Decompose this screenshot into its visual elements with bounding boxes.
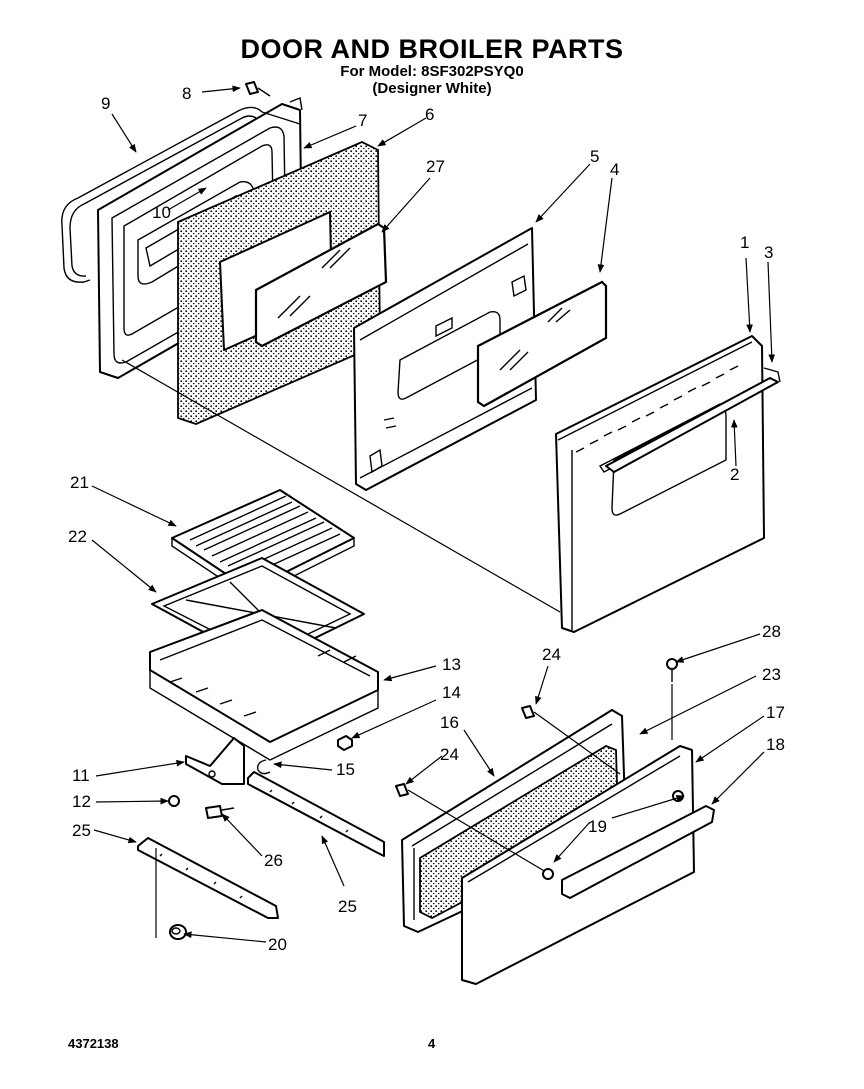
outer-door-panel — [555, 335, 765, 633]
drawer-rail-lower — [137, 837, 279, 938]
glide-20 — [169, 924, 187, 940]
label-4: 4 — [610, 160, 619, 179]
model-line: For Model: 8SF302PSYQ0 — [340, 63, 524, 80]
clip-15 — [256, 759, 271, 775]
leader-arrows — [91, 85, 776, 943]
nut-14 — [337, 735, 353, 751]
broiler-drawer — [149, 609, 379, 761]
screw-24-upper — [521, 705, 621, 775]
label-28: 28 — [762, 622, 781, 641]
label-23: 23 — [762, 665, 781, 684]
label-15: 15 — [336, 760, 355, 779]
alignment-line-top — [261, 111, 301, 125]
drawer-rail-upper — [247, 771, 385, 857]
label-27: 27 — [426, 157, 445, 176]
label-11: 11 — [72, 766, 90, 785]
label-26: 26 — [264, 851, 283, 870]
label-24-lower: 24 — [440, 745, 459, 764]
label-17: 17 — [766, 703, 785, 722]
color-line: (Designer White) — [372, 80, 492, 97]
label-12: 12 — [72, 792, 91, 811]
label-2: 2 — [730, 465, 739, 484]
label-16: 16 — [440, 713, 459, 732]
label-9: 9 — [101, 94, 110, 113]
label-13: 13 — [442, 655, 461, 674]
page-title: DOOR AND BROILER PARTS — [240, 34, 624, 64]
screw-24-lower — [395, 783, 547, 873]
inner-glass — [476, 280, 608, 408]
screw-26 — [205, 805, 235, 819]
label-25-bottom: 25 — [338, 897, 357, 916]
label-8: 8 — [182, 84, 191, 103]
nut-19-b — [542, 868, 554, 880]
label-25-left: 25 — [72, 821, 91, 840]
drawer-bracket — [185, 737, 245, 785]
door-gasket — [61, 106, 263, 283]
label-19: 19 — [588, 817, 607, 836]
page-number: 4 — [428, 1036, 436, 1051]
label-24-upper: 24 — [542, 645, 561, 664]
label-18: 18 — [766, 735, 785, 754]
window-glass — [254, 222, 388, 348]
door-liner — [353, 227, 537, 491]
label-7: 7 — [358, 111, 367, 130]
label-1: 1 — [740, 233, 749, 252]
alignment-line — [121, 359, 561, 613]
drawer-outer-panel — [461, 745, 695, 985]
label-10: 10 — [152, 203, 171, 222]
label-20: 20 — [268, 935, 287, 954]
label-22: 22 — [68, 527, 87, 546]
label-3: 3 — [764, 243, 773, 262]
label-5: 5 — [590, 147, 599, 166]
drawer-handle — [561, 805, 715, 899]
screw-12 — [168, 795, 180, 807]
screw-28 — [666, 658, 678, 740]
screw-8 — [245, 81, 271, 97]
door-handle-rod — [605, 367, 781, 473]
document-number: 4372138 — [68, 1036, 119, 1051]
label-6: 6 — [425, 105, 434, 124]
label-21: 21 — [70, 473, 89, 492]
label-14: 14 — [442, 683, 461, 702]
part-labels: 8 9 7 6 10 27 5 4 1 3 2 21 22 13 14 15 1… — [68, 84, 785, 954]
